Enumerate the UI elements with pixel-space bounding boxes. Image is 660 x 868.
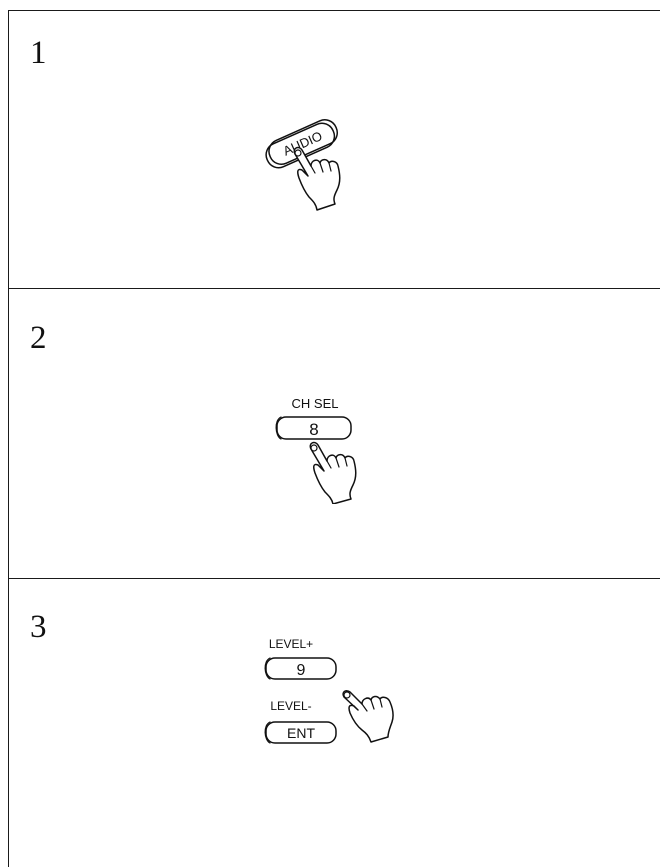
- step-2-illustration: CH SEL 8: [269, 394, 389, 504]
- step-3-illustration: LEVEL+ 9 LEVEL- ENT: [254, 634, 404, 794]
- number-8-button-label: 8: [309, 420, 318, 439]
- step-number: 3: [30, 611, 47, 644]
- step-number: 1: [30, 37, 47, 70]
- number-8-button[interactable]: 8: [276, 417, 351, 439]
- level-plus-caption: LEVEL+: [269, 637, 313, 651]
- number-9-button-label: 9: [297, 662, 306, 679]
- step-3-panel: 3 LEVEL+ 9 LEVEL- ENT: [9, 579, 660, 868]
- ent-button-label: ENT: [287, 725, 315, 741]
- step-2-panel: 2 CH SEL 8: [9, 289, 660, 579]
- ent-button[interactable]: ENT: [265, 722, 336, 743]
- level-minus-caption: LEVEL-: [270, 699, 311, 713]
- ch-sel-caption: CH SEL: [292, 396, 339, 411]
- step-1-illustration: AUDIO: [259, 106, 369, 216]
- pointing-hand-icon: [294, 147, 339, 210]
- pointing-hand-icon: [310, 442, 355, 504]
- pointing-hand-icon: [343, 691, 393, 742]
- number-9-button[interactable]: 9: [265, 658, 336, 679]
- instruction-figure: 1 AUDIO 2 CH SEL 8: [8, 10, 660, 867]
- step-number: 2: [30, 322, 47, 355]
- step-1-panel: 1 AUDIO: [9, 11, 660, 289]
